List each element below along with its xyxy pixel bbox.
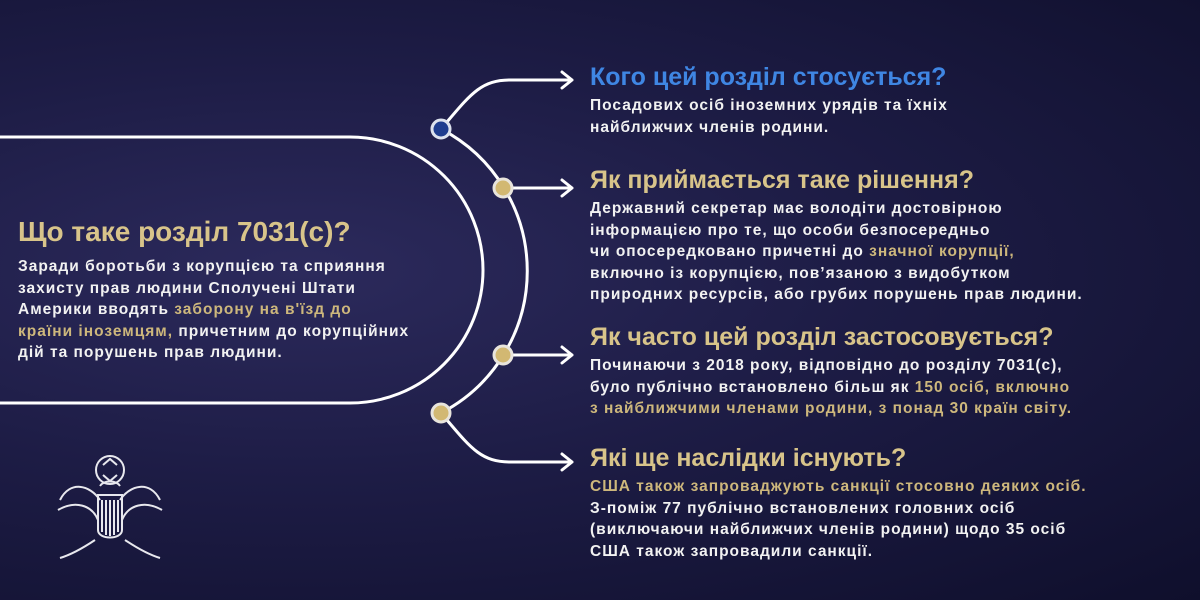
section-who-body: Посадових осіб іноземних урядів та їхніх… — [590, 95, 948, 138]
text-line: природних ресурсів, або грубих порушень … — [590, 286, 1083, 303]
arrow-1 — [439, 70, 574, 131]
main-title: Що таке розділ 7031(c)? — [18, 216, 351, 247]
section-frequency-title: Як часто цей розділ застосовується? — [590, 323, 1054, 351]
text-line: чи опосередковано причетні до значної ко… — [590, 241, 1083, 263]
text-line: країни іноземцям, причетним до корупційн… — [18, 321, 409, 343]
text-line: дій та порушень прав людини. — [18, 344, 283, 361]
section-how-body: Державний секретар має володіти достовір… — [590, 198, 1083, 306]
highlight-text: США також запроваджують санкції стосовно… — [590, 478, 1087, 495]
section-frequency-body: Починаючи з 2018 року, відповідно до роз… — [590, 355, 1072, 420]
arrow-4 — [439, 411, 574, 472]
section-consequences-body: США також запроваджують санкції стосовно… — [590, 476, 1087, 562]
node-dot-4 — [430, 402, 452, 424]
text: було публічно встановлено більш як — [590, 378, 915, 396]
text: чи опосередковано причетні до — [590, 243, 870, 260]
main-description: Заради боротьби з корупцією та сприяння … — [18, 256, 409, 364]
section-who-title: Кого цей розділ стосується? — [590, 63, 947, 91]
text-line: Заради боротьби з корупцією та сприяння — [18, 258, 386, 275]
section-consequences-title: Які ще наслідки існують? — [590, 444, 907, 472]
highlight-text: країни іноземцям, — [18, 322, 174, 340]
text-line: найближчих членів родини. — [590, 118, 830, 136]
highlight-text: значної корупції, — [869, 243, 1015, 260]
arrow-2 — [501, 178, 574, 198]
text-line: було публічно встановлено більш як 150 о… — [590, 377, 1072, 399]
text-line: Америки вводять заборону на в'їзд до — [18, 299, 409, 321]
highlight-text: з найближчими членами родини, з понад 30… — [590, 400, 1073, 417]
text-line: захисту прав людини Сполучені Штати — [18, 279, 356, 297]
node-dot-3 — [492, 344, 514, 366]
text: Америки вводять — [18, 301, 175, 318]
text-line: (виключаючи найближчих членів родини) що… — [590, 521, 1067, 538]
us-seal-eagle-icon — [57, 455, 163, 559]
outer-arc — [440, 127, 529, 415]
text-line: З-поміж 77 публічно встановлених головни… — [590, 499, 1016, 517]
highlight-text: заборону на в'їзд до — [174, 301, 352, 318]
text-line: Посадових осіб іноземних урядів та їхніх — [590, 97, 948, 114]
text-line: інформацією про те, що особи безпосередн… — [590, 221, 991, 239]
text-line: включно із корупцією, пов’язаною з видоб… — [590, 264, 1011, 282]
text-line: США також запровадили санкції. — [590, 542, 874, 560]
arrow-3 — [501, 345, 574, 365]
text: причетним до корупційних — [173, 322, 410, 340]
main-pill-outline — [0, 135, 485, 405]
node-dot-2 — [492, 177, 514, 199]
section-how-title: Як приймається таке рішення? — [590, 166, 974, 194]
highlight-text: 150 осіб, включно — [914, 378, 1071, 396]
text-line: Державний секретар має володіти достовір… — [590, 200, 1003, 217]
text-line: Починаючи з 2018 року, відповідно до роз… — [590, 357, 1063, 374]
node-dot-1 — [430, 118, 452, 140]
